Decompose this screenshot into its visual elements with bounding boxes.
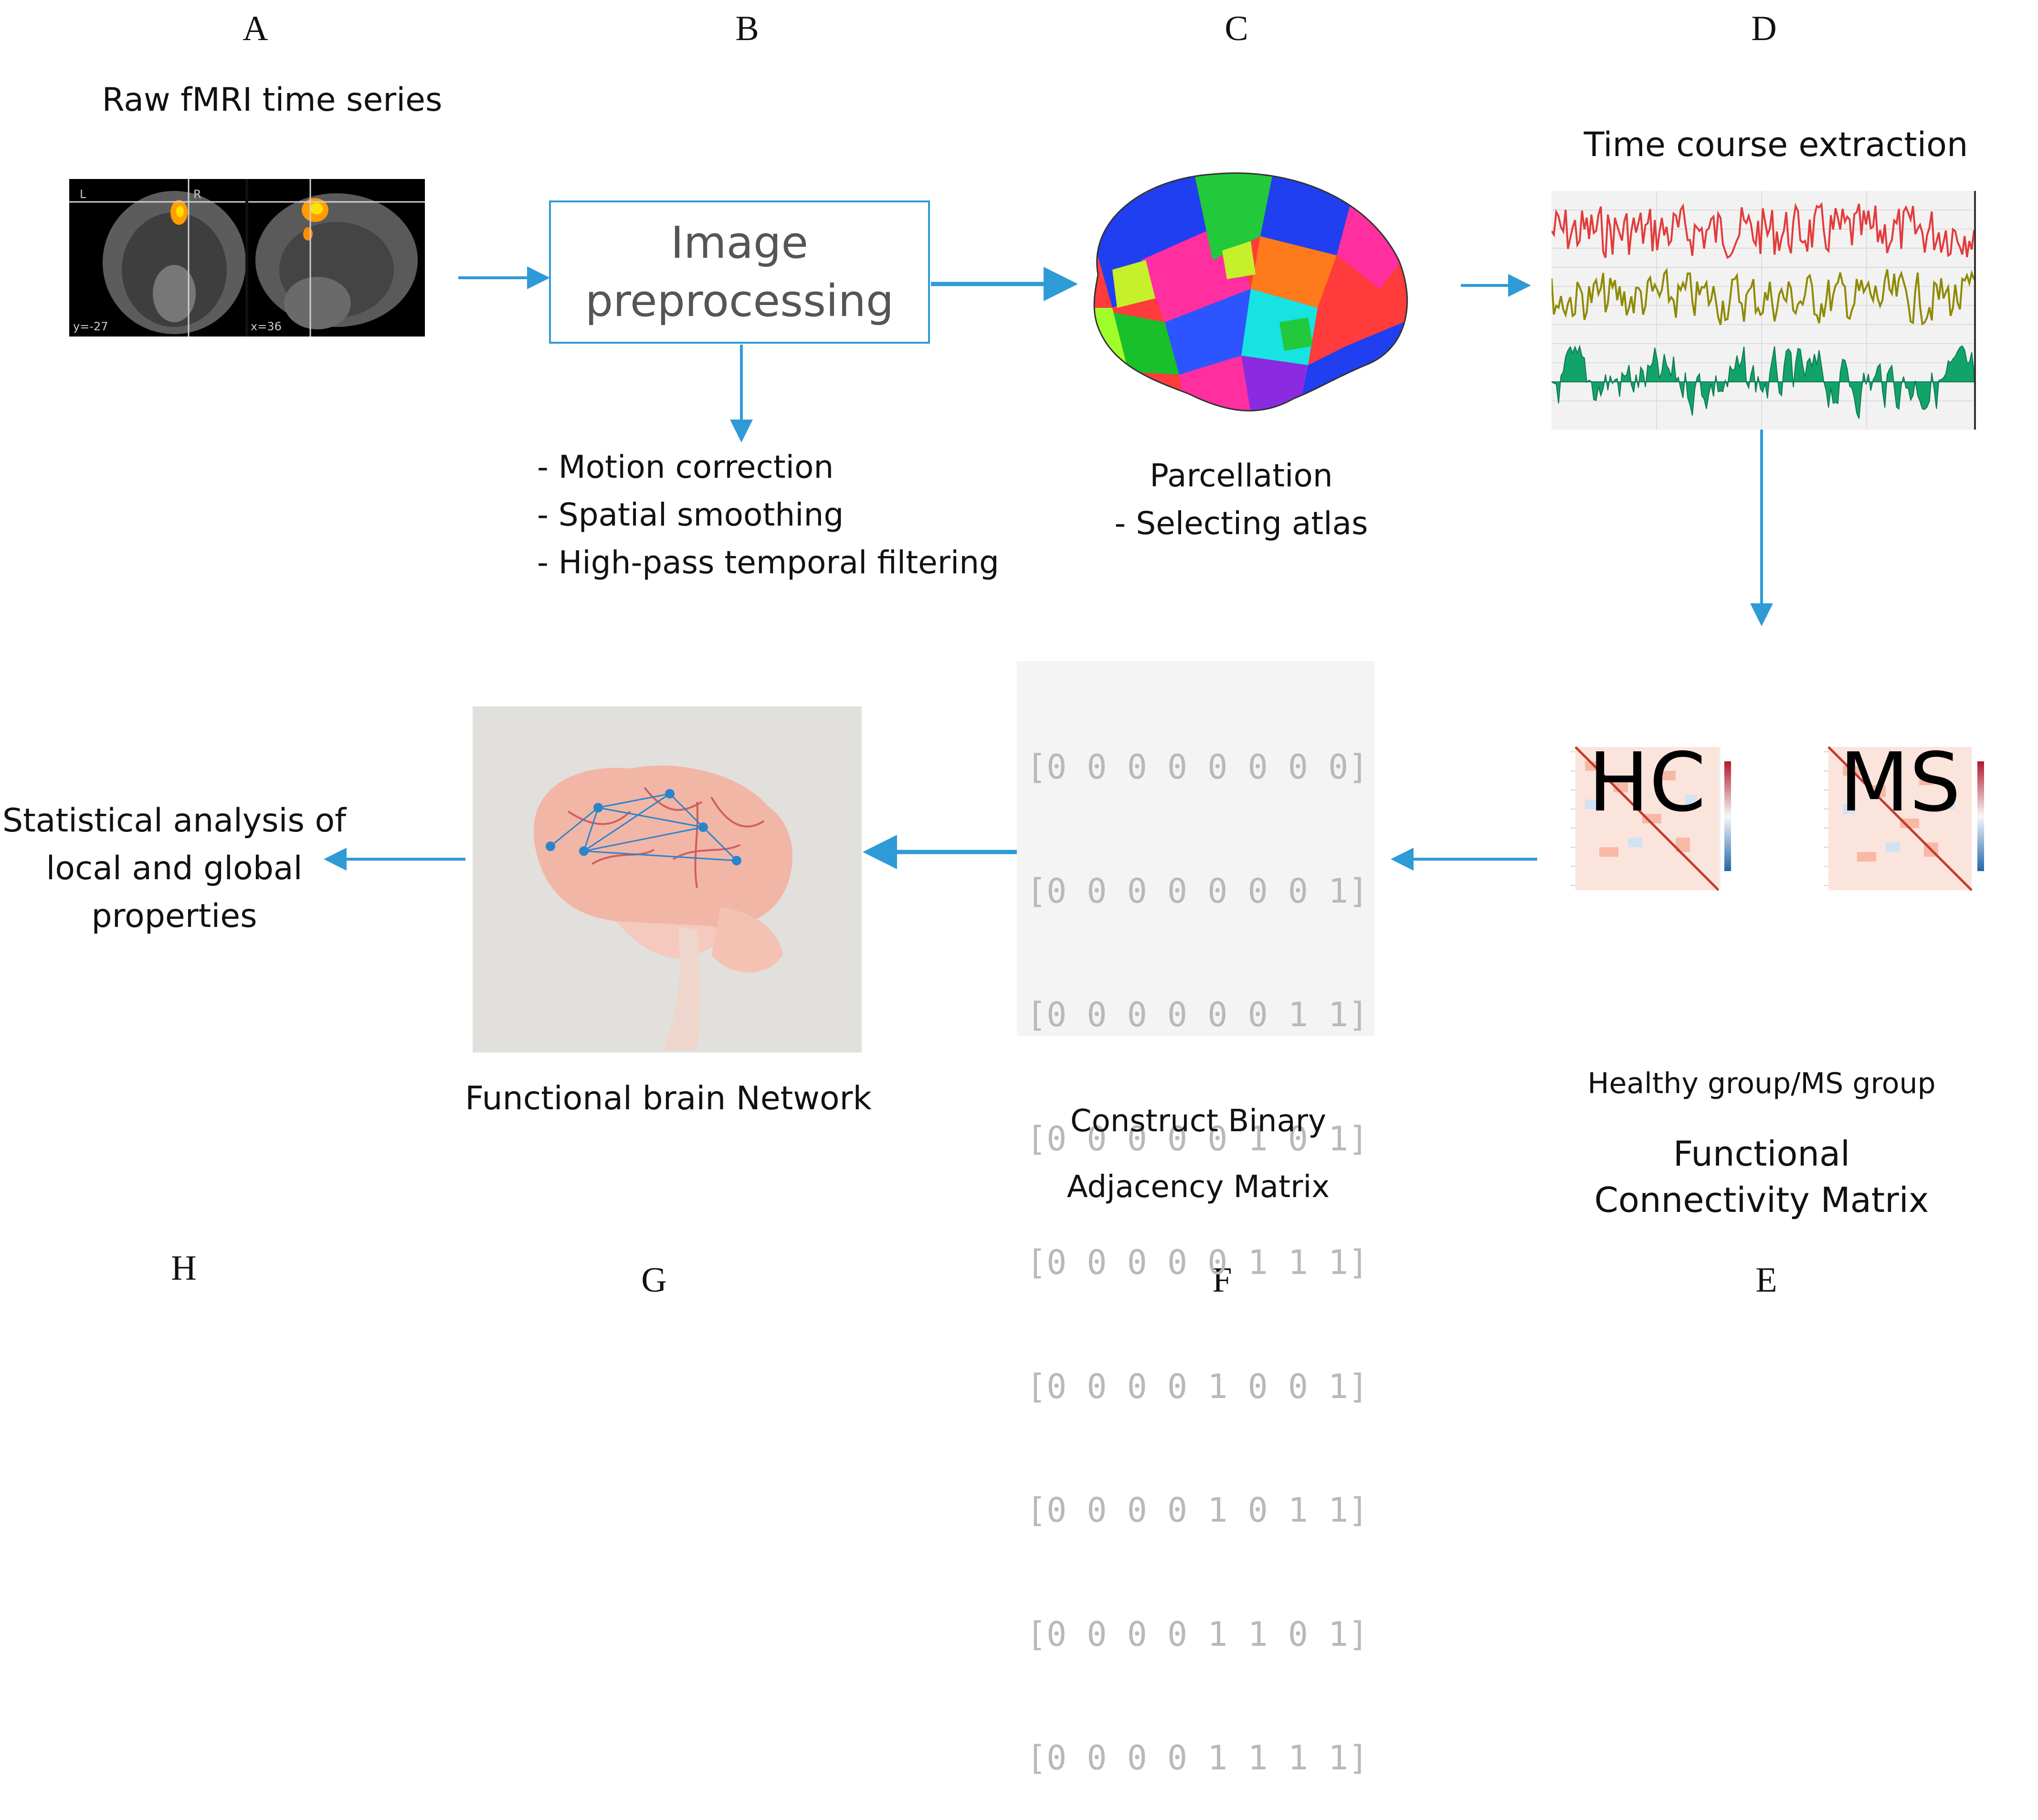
statistical-analysis-line-3: properties (91, 897, 257, 935)
matrix-row: [0 0 0 0 1 0 0 1] (1026, 1367, 1369, 1406)
ms-heatmap-label: MS (1839, 736, 1961, 830)
parcellated-brain-image (1069, 165, 1418, 432)
ms-heatmap: MS (1809, 742, 1991, 914)
adjacency-title-1: Construct Binary (1070, 1104, 1326, 1139)
matrix-row: [0 0 0 0 0 1 0 1] (1026, 1119, 1369, 1158)
matrix-row: [0 0 0 0 0 1 1 1] (1026, 1243, 1369, 1282)
label-g: G (641, 1261, 667, 1300)
matrix-row: [0 0 0 0 1 0 1 1] (1026, 1491, 1369, 1530)
connectivity-title-1: Functional (1673, 1134, 1850, 1174)
matrix-row: [0 0 0 0 0 0 0 1] (1026, 871, 1369, 911)
functional-brain-network-image (473, 706, 862, 1052)
fmri-coord-x: x=36 (251, 320, 282, 333)
adjacency-title-2: Adjacency Matrix (1067, 1169, 1330, 1205)
label-a: A (243, 9, 268, 48)
label-d: D (1751, 9, 1777, 48)
binary-adjacency-matrix: [0 0 0 0 0 0 0 0] [0 0 0 0 0 0 0 1] [0 0… (1017, 661, 1375, 1778)
time-course-panel (1552, 191, 1976, 430)
matrix-row: [0 0 0 0 1 1 1 1] (1026, 1738, 1369, 1778)
label-e: E (1755, 1261, 1777, 1300)
connectivity-subtitle: Healthy group/MS group (1587, 1067, 1936, 1100)
preprocessing-item-smoothing: - Spatial smoothing (537, 496, 844, 533)
matrix-row: [0 0 0 0 0 0 1 1] (1026, 995, 1369, 1034)
image-preprocessing-box: Image preprocessing (549, 200, 930, 344)
preprocessing-line-1: Image (670, 217, 809, 268)
fmri-orient-r: R (193, 188, 201, 201)
label-f: F (1212, 1261, 1232, 1300)
statistical-analysis-line-2: local and global (46, 850, 303, 887)
hc-heatmap: HC (1556, 742, 1738, 914)
preprocessing-item-motion: - Motion correction (537, 449, 834, 485)
label-c: C (1225, 9, 1248, 48)
hc-heatmap-label: HC (1588, 736, 1706, 830)
matrix-row: [0 0 0 0 0 0 0 0] (1026, 747, 1369, 787)
fmri-scan-image: L R y=-27 x=36 (69, 179, 425, 337)
preprocessing-line-2: preprocessing (585, 275, 894, 326)
connectivity-title-2: Connectivity Matrix (1594, 1180, 1929, 1220)
parcellation-subtitle: - Selecting atlas (1114, 505, 1368, 542)
raw-fmri-title: Raw fMRI time series (102, 81, 443, 119)
label-b: B (735, 9, 759, 48)
matrix-row: [0 0 0 0 1 1 0 1] (1026, 1614, 1369, 1654)
label-h: H (171, 1249, 197, 1288)
fmri-orient-l: L (80, 188, 86, 201)
functional-brain-network-caption: Functional brain Network (465, 1080, 872, 1117)
preprocessing-item-filtering: - High-pass temporal filtering (537, 544, 999, 581)
statistical-analysis-line-1: Statistical analysis of (2, 802, 347, 840)
time-course-title: Time course extraction (1584, 125, 1968, 164)
parcellation-title: Parcellation (1150, 457, 1333, 494)
fmri-coord-y: y=-27 (73, 320, 108, 333)
